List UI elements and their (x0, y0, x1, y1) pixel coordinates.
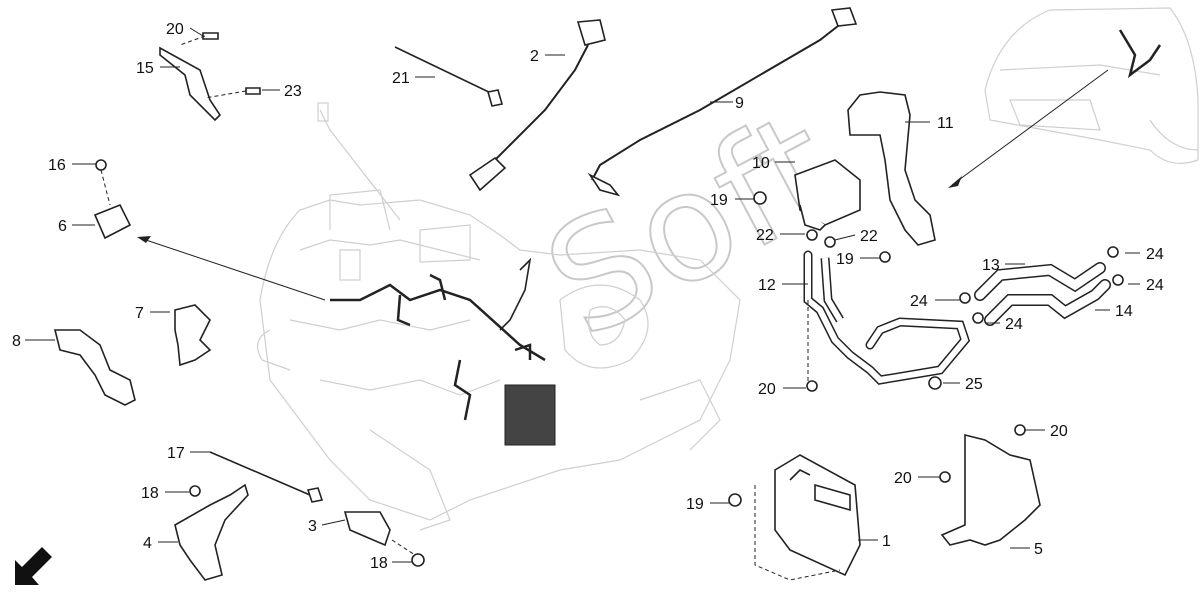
callout: 16 (48, 157, 66, 174)
callout: 21 (392, 70, 410, 87)
callout: 20 (166, 21, 184, 38)
callout: 18 (141, 485, 159, 502)
callout: 12 (758, 277, 776, 294)
callout: 20 (758, 381, 776, 398)
arrow-down-left-icon (15, 547, 52, 585)
callout: 22 (860, 228, 878, 245)
bracket-7 (174, 304, 212, 367)
callout: 8 (12, 333, 21, 350)
bracket-8 (53, 329, 136, 406)
strap-17 (209, 451, 324, 503)
leader-lines (25, 27, 1140, 563)
bracket-11 (847, 91, 936, 246)
callout: 19 (710, 192, 728, 209)
callout: 6 (58, 218, 67, 235)
sensor-cable-9 (587, 7, 858, 197)
callout: 2 (530, 48, 539, 65)
callout: 19 (686, 496, 704, 513)
ecu-1 (728, 454, 861, 581)
callout: 24 (1146, 277, 1164, 294)
hose-12 (803, 250, 971, 392)
callout: 4 (143, 535, 152, 552)
callout: 17 (167, 445, 185, 462)
bracket-5 (939, 424, 1041, 546)
callout: 1 (882, 533, 891, 550)
callout: 23 (284, 83, 302, 100)
callout: 24 (910, 293, 928, 310)
bracket-4 (174, 483, 249, 581)
callout: 10 (752, 155, 770, 172)
hoses-13-14 (959, 246, 1124, 326)
callout: 24 (1146, 246, 1164, 263)
engine-harness (137, 236, 556, 446)
callout: 14 (1115, 303, 1133, 320)
callout: 20 (894, 470, 912, 487)
engine-block (256, 102, 741, 531)
callout-labels: 20 15 23 2 21 9 11 10 19 22 22 19 16 6 1… (12, 21, 1164, 572)
strap-21 (394, 46, 504, 107)
callout: 9 (735, 95, 744, 112)
callout: 25 (965, 376, 983, 393)
callout: 13 (982, 257, 1000, 274)
callout: 7 (135, 305, 144, 322)
callout: 24 (1005, 316, 1023, 333)
connector-6 (93, 159, 132, 240)
callout: 5 (1034, 541, 1043, 558)
callout: 15 (136, 60, 154, 77)
callout: 18 (370, 555, 388, 572)
bracket-3 (343, 511, 425, 567)
module-10 (753, 159, 861, 231)
callout: 3 (308, 518, 317, 535)
sensor-2 (468, 19, 606, 192)
callout: 20 (1050, 423, 1068, 440)
callout: 22 (756, 227, 774, 244)
callout: 11 (937, 115, 954, 132)
bracket-15 (159, 32, 261, 122)
callout: 19 (836, 251, 854, 268)
clips-22 (806, 229, 891, 263)
vehicle-inset (948, 7, 1199, 188)
